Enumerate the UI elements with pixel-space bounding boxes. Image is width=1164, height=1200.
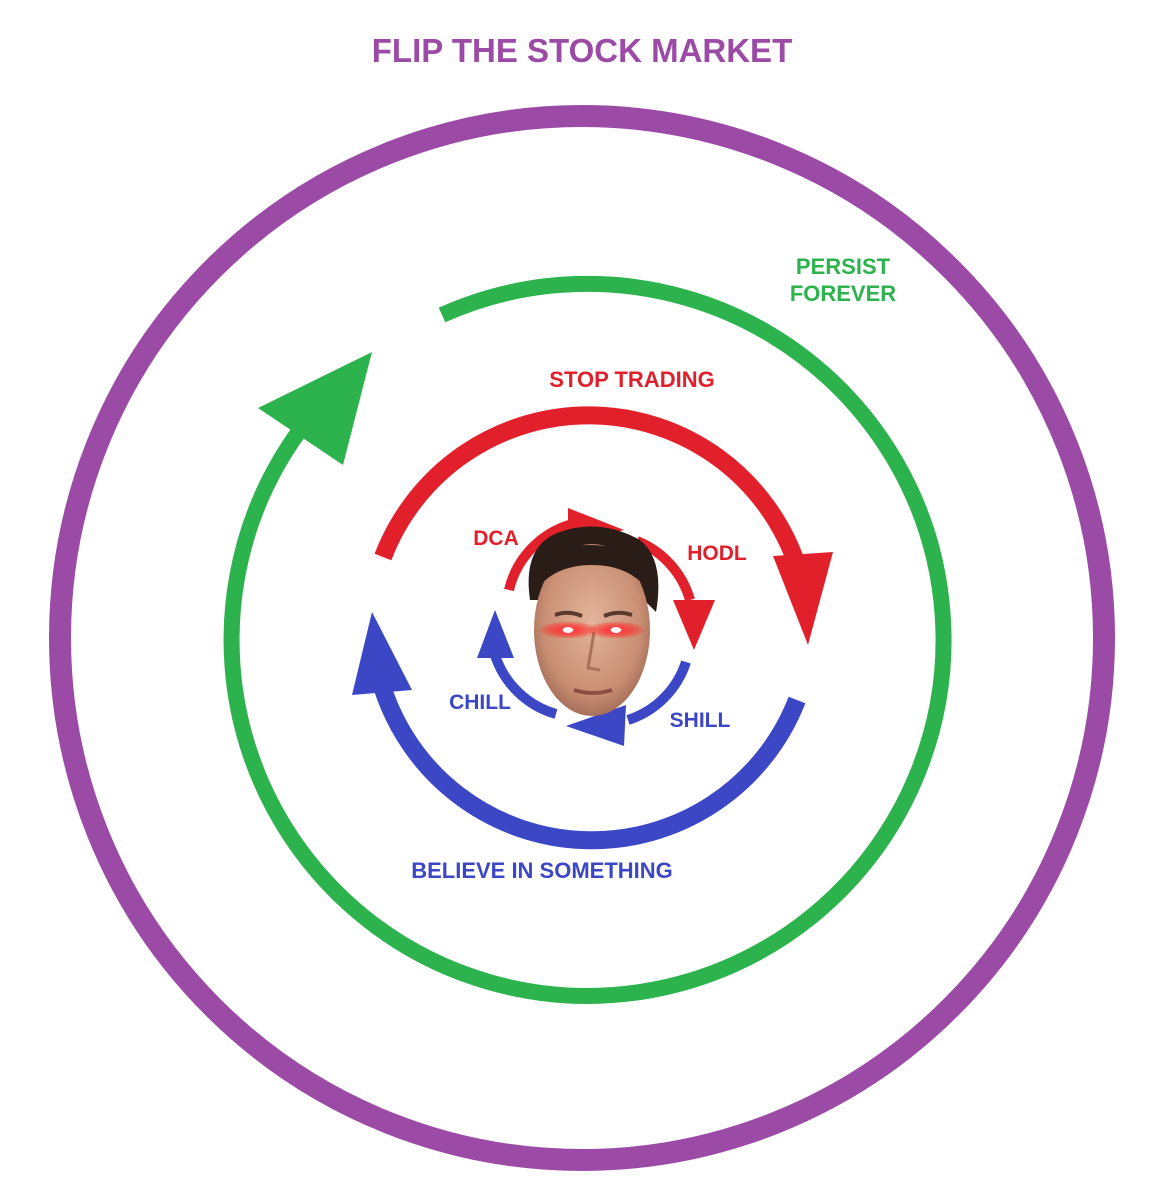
stop-trading-label: STOP TRADING bbox=[549, 367, 714, 392]
hodl-label: HODL bbox=[687, 542, 747, 565]
persist-forever-label-line1: PERSIST bbox=[796, 254, 891, 279]
believe-arrowhead bbox=[352, 612, 412, 695]
persist-forever-arrowhead bbox=[258, 352, 372, 465]
shill-label: SHILL bbox=[670, 709, 731, 732]
stop-trading-arc bbox=[374, 406, 806, 568]
outer-ring bbox=[49, 105, 1115, 1171]
chill-arrowhead bbox=[477, 610, 514, 658]
persist-forever-label-line2: FOREVER bbox=[790, 281, 896, 306]
believe-label: BELIEVE IN SOMETHING bbox=[411, 858, 673, 883]
dca-label: DCA bbox=[473, 527, 519, 550]
persist-forever-arc bbox=[223, 275, 952, 1004]
shill-arrowhead bbox=[566, 705, 626, 746]
hodl-arrowhead bbox=[673, 600, 715, 650]
believe-arc bbox=[373, 683, 806, 850]
diagram-title: FLIP THE STOCK MARKET bbox=[372, 32, 792, 69]
shill-arc bbox=[626, 660, 691, 725]
chill-label: CHILL bbox=[449, 691, 511, 714]
face-with-laser-eyes-icon bbox=[528, 526, 659, 716]
chill-arc bbox=[490, 653, 558, 719]
stop-trading-arrowhead bbox=[773, 552, 833, 645]
dca-arc bbox=[504, 519, 574, 592]
